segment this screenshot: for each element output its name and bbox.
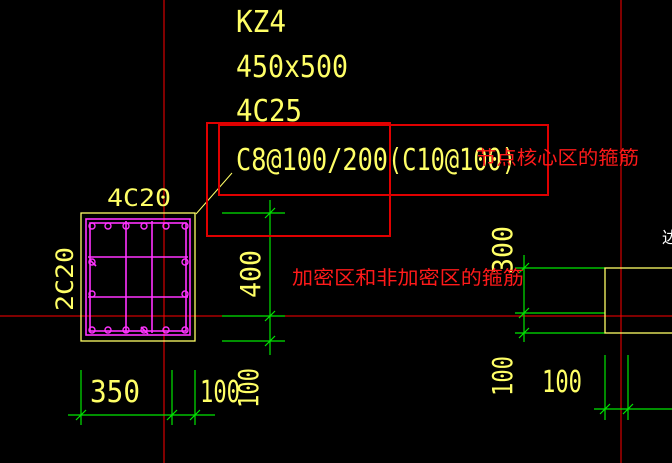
- section-top-rebar: 4C20: [107, 184, 171, 212]
- dim-400: 400: [234, 250, 267, 298]
- annotation-core-zone-stirrup: 节点核心区的箍筋: [476, 147, 639, 169]
- column-id: KZ4: [236, 5, 286, 40]
- dimension-lines-bottom: [68, 370, 215, 425]
- annotation-box-dense-zone: [206, 122, 391, 237]
- dim-100-bottom: 100: [200, 375, 240, 410]
- column-stirrup: C8@100/200: [236, 143, 388, 178]
- rebar-dots: [88, 222, 189, 334]
- section-side-rebar: 2C20: [51, 247, 79, 311]
- dim-100-right: 100: [542, 365, 582, 400]
- annotation-box-core-zone: [218, 124, 549, 196]
- leader-line: [195, 172, 233, 215]
- stirrup-group: [85, 218, 191, 336]
- dim-350: 350: [90, 375, 140, 410]
- dimension-lines-vertical: [222, 200, 285, 355]
- right-member-outline: [604, 267, 672, 334]
- edge-text-fragment: 达: [662, 228, 672, 247]
- annotation-dense-zone-stirrup: 加密区和非加密区的箍筋: [292, 267, 524, 289]
- column-section-outline: [80, 212, 196, 342]
- dimension-lines-right: [515, 255, 672, 420]
- dim-100-vertical-left: 100: [232, 368, 265, 408]
- dim-100-right-vertical: 100: [486, 356, 519, 396]
- column-size: 450x500: [236, 50, 348, 85]
- column-stirrup-core: (C10@100): [388, 143, 516, 178]
- dim-300: 300: [486, 226, 519, 274]
